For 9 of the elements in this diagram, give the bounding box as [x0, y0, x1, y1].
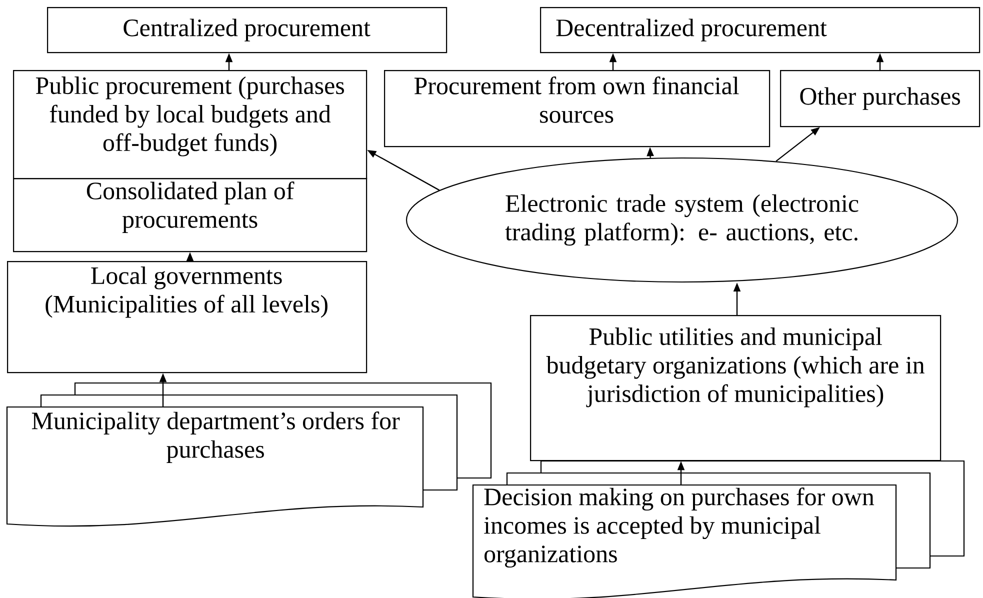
process-box: Procurement from own financial sources: [384, 70, 770, 148]
process-box: Centralized procurement: [47, 7, 448, 54]
process-box: Decentralized procurement: [540, 7, 980, 54]
process-box: Public utilities and municipal budgetary organizations (which are in jurisdiction of municipalities): [530, 315, 942, 462]
process-box: Local governments (Municipalities of all levels): [7, 261, 368, 374]
process-box: Other purchases: [780, 70, 980, 128]
document-stack: Decision making on purchases for own incomes is accepted by municipal organizations: [472, 460, 965, 598]
process-box: Public procurement (purchases funded by local budgets and off-budget funds): [13, 70, 368, 180]
process-box: Consolidated plan of procurements: [13, 178, 368, 252]
